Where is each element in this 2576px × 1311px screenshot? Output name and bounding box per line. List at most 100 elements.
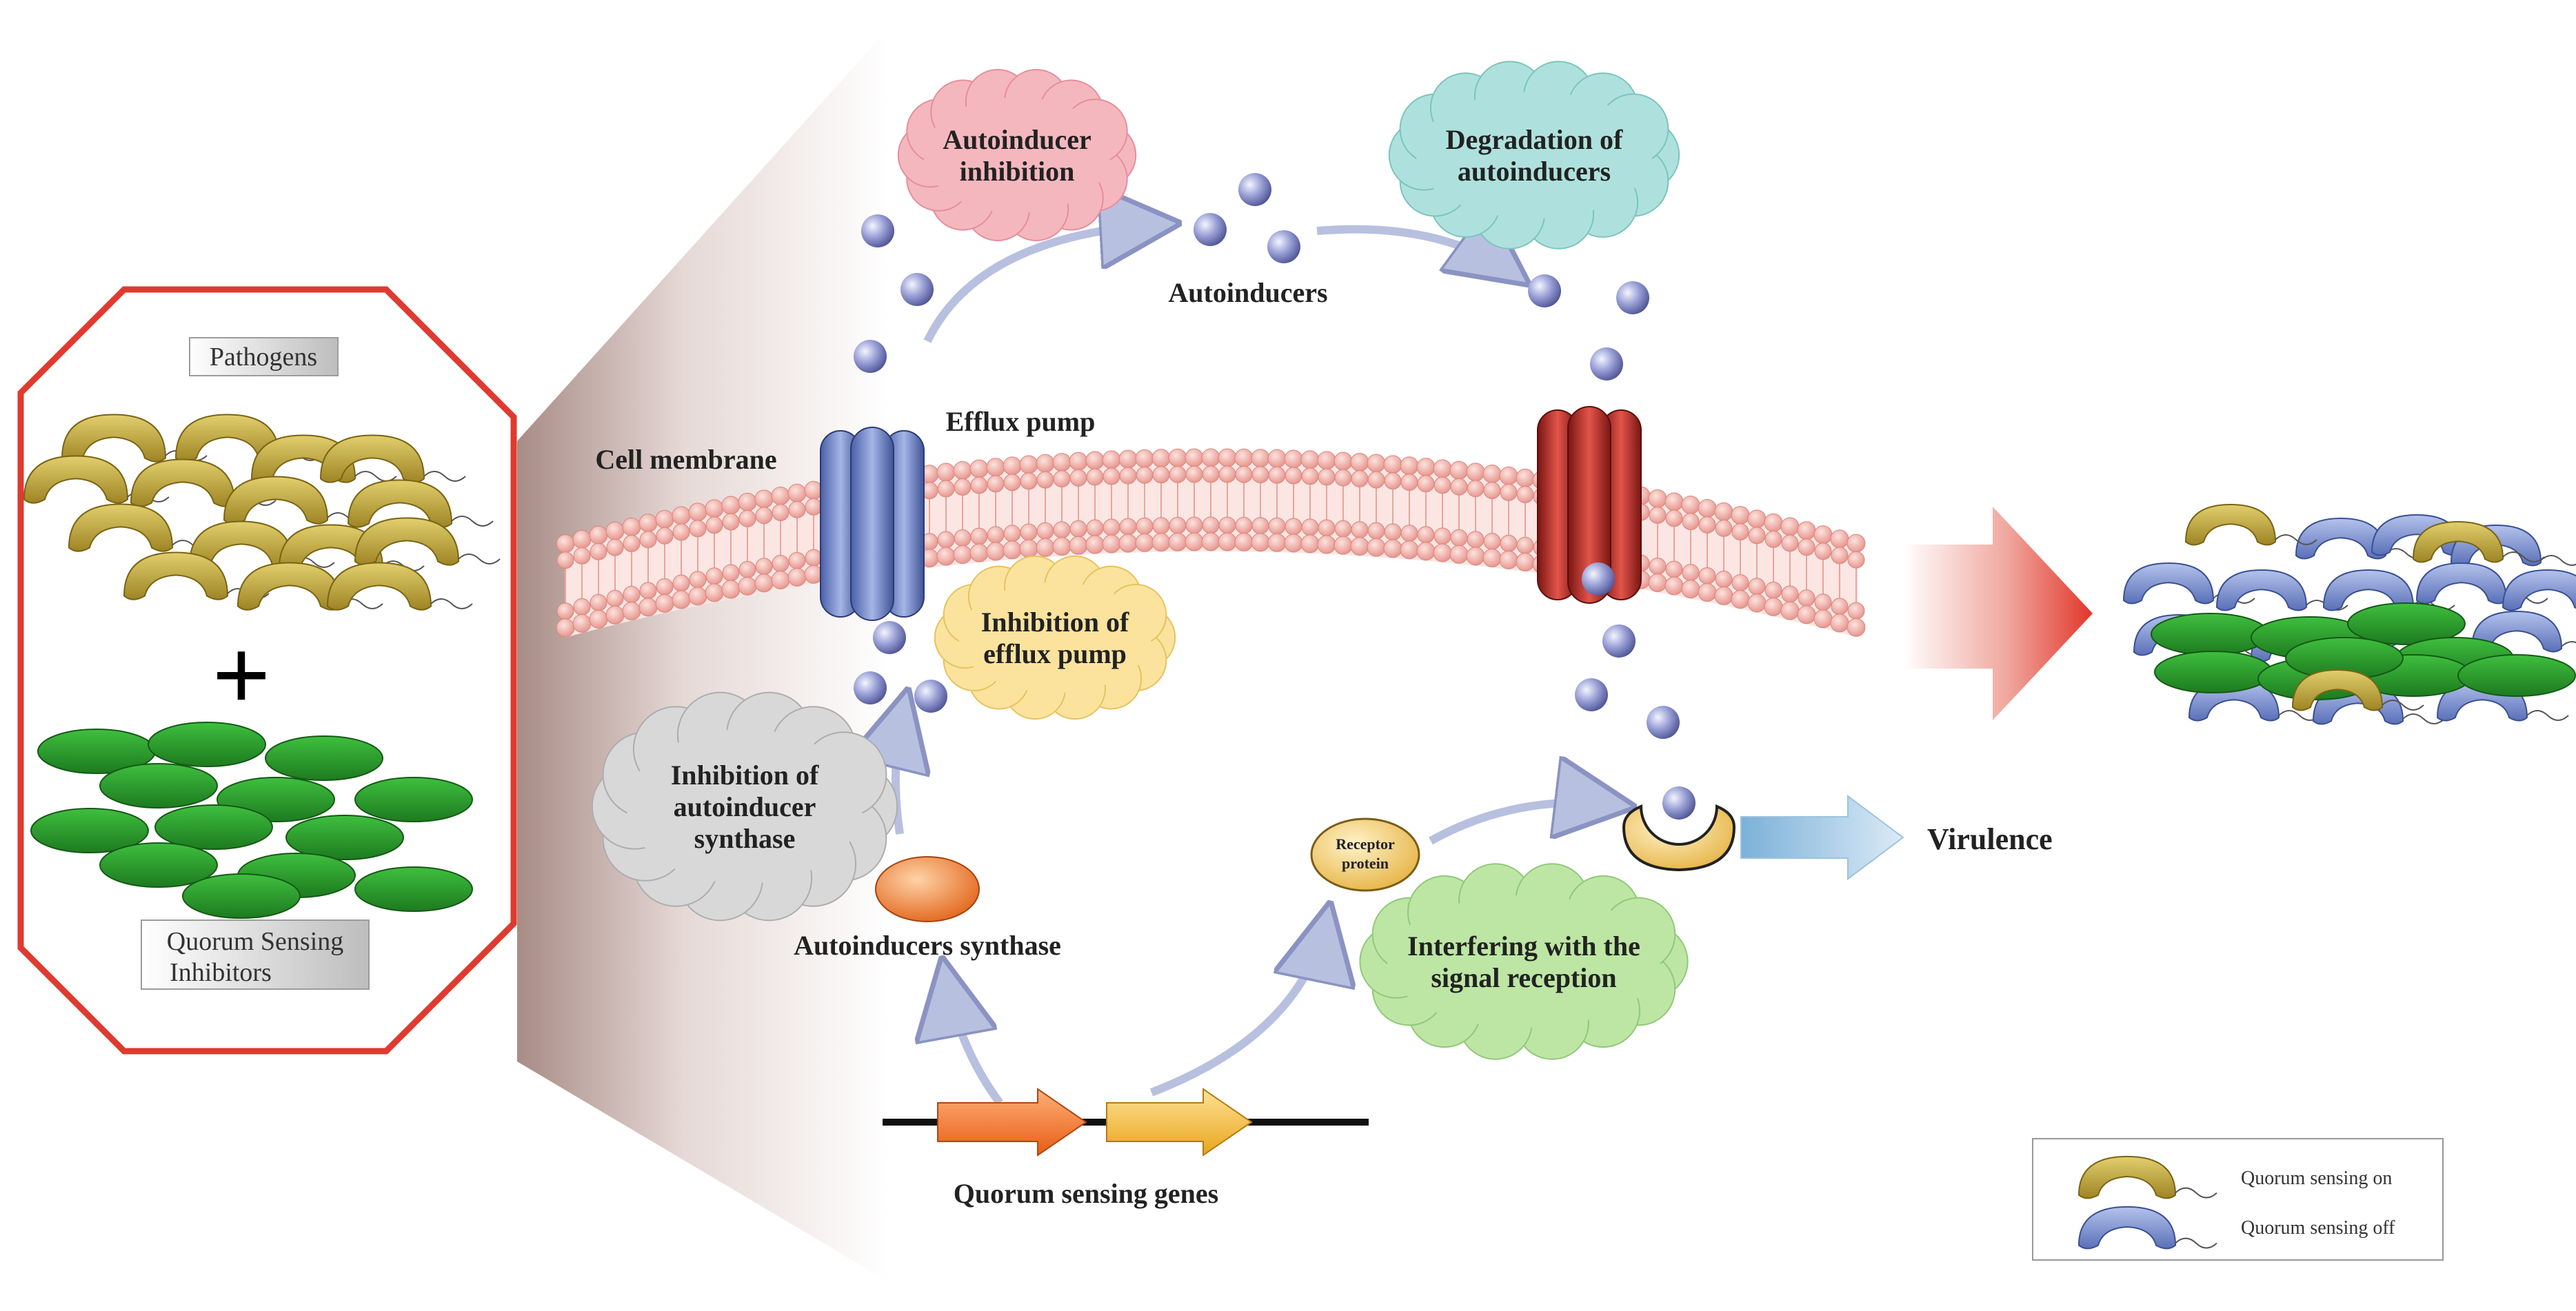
- lipid-head-inner: [1715, 570, 1733, 588]
- bound-autoinducer: [1662, 786, 1695, 820]
- lipid-head-outer: [1069, 451, 1088, 471]
- signal-interference-cloud-text: Interfering with the: [1407, 931, 1640, 962]
- lipid-head-outer: [1036, 454, 1055, 473]
- lipid-head-inner: [788, 551, 806, 569]
- lipid-head-inner: [689, 571, 707, 589]
- lipid-head-inner: [1466, 547, 1485, 566]
- lipid-head-outer: [1201, 448, 1220, 467]
- qs-on-bacterium: [2412, 520, 2545, 563]
- pathogen-bacterium: [326, 562, 473, 611]
- lipid-head-outer: [705, 516, 723, 534]
- lipid-head-inner: [590, 593, 607, 611]
- bound-receptor: [1622, 786, 1736, 872]
- inhibitors-label-line1: Quorum Sensing: [167, 927, 344, 956]
- autoinducer-molecule: [900, 273, 934, 306]
- lipid-head-outer: [1499, 466, 1518, 485]
- gene-arrow-receptor: [1106, 1088, 1253, 1157]
- lipid-head-inner: [556, 618, 575, 638]
- autoinducer-inhibition-cloud-text: inhibition: [960, 156, 1075, 187]
- lipid-head-outer: [1350, 453, 1369, 472]
- lipid-head-inner: [572, 613, 592, 633]
- flagellum: [2175, 1237, 2217, 1249]
- lipid-head-outer: [1069, 469, 1087, 487]
- inhibitor-molecule: [354, 777, 473, 822]
- lipid-head-inner: [1665, 560, 1683, 578]
- lipid-head-inner: [705, 567, 723, 585]
- lipid-head-outer: [1664, 492, 1684, 511]
- lipid-head-inner: [787, 567, 807, 587]
- flagellum: [2502, 551, 2545, 562]
- inhibitor-molecule: [182, 873, 301, 919]
- lipid-head-outer: [787, 483, 807, 502]
- lipid-head-outer: [1052, 453, 1071, 472]
- lipid-head-inner: [1400, 540, 1419, 560]
- lipid-head-outer: [605, 521, 625, 540]
- legend-swatch-on: [2077, 1155, 2217, 1199]
- lipid-head-outer: [1086, 468, 1104, 486]
- lipid-head-inner: [1649, 557, 1667, 575]
- lipid-head-inner: [1831, 598, 1849, 616]
- lipid-head-outer: [1516, 485, 1534, 503]
- lipid-head-inner: [1152, 517, 1170, 535]
- synthase-inhibition-cloud-text: autoinducer: [674, 791, 816, 822]
- lipid-head-outer: [1417, 475, 1435, 493]
- lipid-head-inner: [1185, 532, 1204, 551]
- lipid-head-inner: [1318, 519, 1336, 537]
- lipid-head-inner: [987, 526, 1005, 544]
- flagellum: [2275, 534, 2317, 545]
- lipid-head-inner: [1516, 552, 1535, 571]
- lipid-head-outer: [1847, 551, 1865, 569]
- lipid-head-outer: [1433, 476, 1451, 494]
- lipid-head-inner: [1234, 532, 1254, 551]
- lipid-head-inner: [623, 585, 641, 603]
- flagellum: [2402, 713, 2445, 724]
- lipid-head-inner: [970, 527, 988, 545]
- lipid-head-outer: [638, 514, 658, 533]
- lipid-head-inner: [605, 605, 625, 624]
- lipid-head-outer: [1516, 468, 1535, 487]
- qs-off-bacterium: [2502, 569, 2576, 611]
- lipid-head-outer: [606, 538, 624, 556]
- lipid-head-inner: [1731, 590, 1750, 609]
- lipid-head-outer: [1433, 459, 1452, 478]
- lipid-head-outer: [953, 461, 972, 480]
- lipid-head-outer: [622, 517, 641, 536]
- lipid-head-outer: [1483, 482, 1501, 500]
- lipid-head-outer: [1384, 472, 1402, 490]
- lipid-head-outer: [1218, 465, 1236, 483]
- lipid-head-inner: [1682, 564, 1700, 582]
- lipid-head-outer: [1831, 547, 1849, 565]
- lipid-head-outer: [721, 496, 741, 515]
- lipid-head-outer: [987, 475, 1005, 493]
- lipid-head-outer: [754, 489, 774, 509]
- lipid-head-outer: [705, 499, 724, 518]
- lipid-head-inner: [1467, 531, 1485, 549]
- lipid-head-inner: [1020, 523, 1038, 541]
- lipid-head-inner: [1500, 534, 1518, 552]
- inhibitors-label-box: [141, 919, 370, 990]
- qs-on-bacterium-body: [2291, 669, 2384, 711]
- gene-arrow-synthase: [937, 1088, 1087, 1157]
- flagellum: [423, 471, 466, 482]
- lipid-head-inner: [1003, 540, 1022, 560]
- lipid-head-outer: [771, 486, 790, 505]
- lipid-head-inner: [1350, 537, 1369, 556]
- lipid-head-inner: [1449, 545, 1469, 564]
- lipid-head-outer: [1135, 449, 1154, 468]
- lipid-head-outer: [755, 507, 773, 525]
- lipid-head-outer: [1467, 480, 1485, 498]
- pathogen-bacterium-body: [130, 458, 236, 507]
- efflux-inhibition-cloud-text: efflux pump: [983, 638, 1127, 669]
- lipid-head-outer: [1003, 474, 1021, 491]
- autoinducer-molecule: [914, 680, 947, 713]
- pathogen-bacterium-body: [354, 517, 460, 566]
- autoinducer-molecule: [1528, 274, 1561, 307]
- pathogen-bacterium-body: [237, 562, 343, 611]
- lipid-head-inner: [936, 547, 956, 566]
- lipid-head-inner: [1003, 525, 1021, 542]
- lipid-head-inner: [1085, 535, 1105, 554]
- pathogens-label-box: [189, 337, 339, 376]
